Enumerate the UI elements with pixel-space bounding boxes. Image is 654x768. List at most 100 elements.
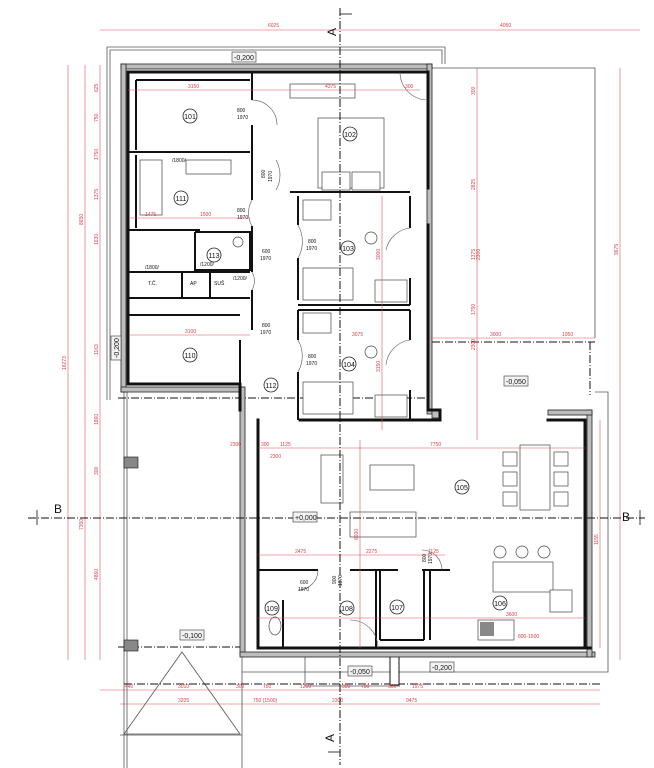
level-floor: +0,000 — [295, 515, 317, 522]
dim-text: 1155 — [594, 534, 600, 545]
dim-text: 4860 — [94, 569, 100, 580]
level-carport: -0,100 — [182, 633, 202, 640]
dim-text: 300 — [388, 684, 397, 690]
sill-note: /1200/ — [200, 262, 215, 268]
dim-text: 7350 — [79, 519, 85, 530]
dim-text: 3000 — [376, 249, 382, 260]
room-102: 102 — [344, 132, 356, 139]
washbasin — [185, 159, 232, 175]
sill-note: /1800/ — [145, 265, 160, 271]
dim-text: 3100 — [185, 329, 196, 335]
bed — [302, 381, 354, 415]
room-label-sus: SUŠ — [214, 280, 225, 287]
dining-table — [519, 444, 551, 511]
dim-text: 6025 — [268, 23, 279, 29]
dim-text: 3150 — [376, 361, 382, 372]
dim-text: 750 — [94, 113, 100, 122]
sill-note: /1800/ — [172, 158, 187, 164]
door-width: 800 — [237, 108, 246, 114]
dim-text: 3150 — [188, 84, 199, 90]
door-width: 800 — [262, 323, 271, 329]
dim-text: 7750 — [430, 442, 441, 448]
dimension-texts: 6025 4050 16273 8650 9675 3150 4375 300 … — [62, 23, 620, 704]
dim-text: 2300 — [476, 249, 482, 260]
sofa — [349, 511, 417, 538]
wardrobe — [302, 199, 332, 221]
dim-text: 300 — [236, 684, 245, 690]
door-height: 1970 — [338, 575, 344, 586]
dim-text: 300 — [94, 466, 100, 475]
room-109: 109 — [266, 606, 278, 613]
coffee-table — [369, 464, 415, 491]
dim-text: 300 — [405, 84, 414, 90]
sink-basin — [480, 622, 494, 636]
dim-text: 3075 — [352, 332, 363, 338]
door-height: 1970 — [268, 171, 274, 182]
dim-text: 3600 — [506, 612, 517, 618]
level-markers: -0,200 -0,200 -0,050 +0,000 -0,100 -0,05… — [110, 51, 529, 677]
room-106: 106 — [494, 601, 506, 608]
dim-text: 1250 — [300, 684, 311, 690]
door-width: 800 — [308, 354, 317, 360]
room-label-wc: T.Č. — [148, 280, 157, 287]
dim-text: 1125 — [428, 549, 439, 555]
dim-text: 1750 — [471, 304, 477, 315]
dim-text: 1375 — [94, 189, 100, 200]
room-108: 108 — [341, 606, 353, 613]
dim-text: 1975 — [412, 684, 423, 690]
room-107: 107 — [391, 605, 403, 612]
section-b-left-label: B — [54, 502, 62, 516]
level-terrace: -0,050 — [506, 379, 526, 386]
room-105: 105 — [456, 485, 468, 492]
door-height: 1970 — [260, 330, 271, 336]
door-height: 1970 — [306, 246, 317, 252]
dim-text: 300 — [342, 684, 351, 690]
dim-text: 4050 — [500, 23, 511, 29]
dim-text: 8650 — [79, 214, 85, 225]
wardrobe — [302, 312, 332, 334]
door-height: 1970 — [237, 115, 248, 121]
room-113: 113 — [208, 253, 219, 260]
dim-text: 1860 — [94, 414, 100, 425]
door-width: 800 — [261, 169, 267, 178]
dim-text: 625 — [94, 83, 100, 92]
dim-text: 1163 — [94, 344, 100, 355]
dim-text: 3000 — [490, 332, 501, 338]
pillar — [123, 456, 139, 469]
dim-text: 9675 — [614, 244, 620, 255]
bed — [302, 267, 354, 301]
door-height: 1970 — [298, 587, 309, 593]
outer-walls — [120, 63, 596, 658]
door-width: 900 — [332, 575, 338, 584]
dim-text: 16273 — [62, 356, 68, 370]
dim-text: 800-1500 — [518, 634, 539, 640]
dim-text: 750 — [263, 684, 272, 690]
dim-text: 1630 — [94, 234, 100, 245]
kitchen-island — [492, 561, 554, 593]
dim-text: 1125 — [280, 442, 291, 448]
dim-text: 1475 — [145, 212, 156, 218]
door-height: 1970 — [260, 256, 271, 262]
room-labels: 101 102 103 104 105 106 107 108 109 110 … — [173, 108, 508, 616]
room-101: 101 — [184, 114, 196, 121]
dim-text: 2300 — [471, 339, 477, 350]
dimension-lines — [67, 29, 640, 705]
dim-text: 6600 — [354, 529, 360, 540]
interior-walls — [128, 72, 450, 648]
section-a-bottom-label: A — [323, 734, 337, 742]
dim-text: 1375 — [471, 249, 477, 260]
room-110: 110 — [184, 353, 195, 360]
wardrobe — [289, 83, 356, 99]
dim-text: 4375 — [325, 84, 336, 90]
sill-note: /1200/ — [233, 276, 248, 282]
toilet — [268, 616, 282, 636]
dim-text: 1500 — [200, 212, 211, 218]
furniture — [139, 83, 573, 641]
room-111: 111 — [176, 196, 187, 203]
bathtub — [139, 159, 163, 216]
door-height: 1970 — [306, 361, 317, 367]
level-top: -0,200 — [234, 55, 254, 62]
entrance-column — [389, 654, 400, 686]
level-left: -0,200 — [114, 338, 121, 358]
